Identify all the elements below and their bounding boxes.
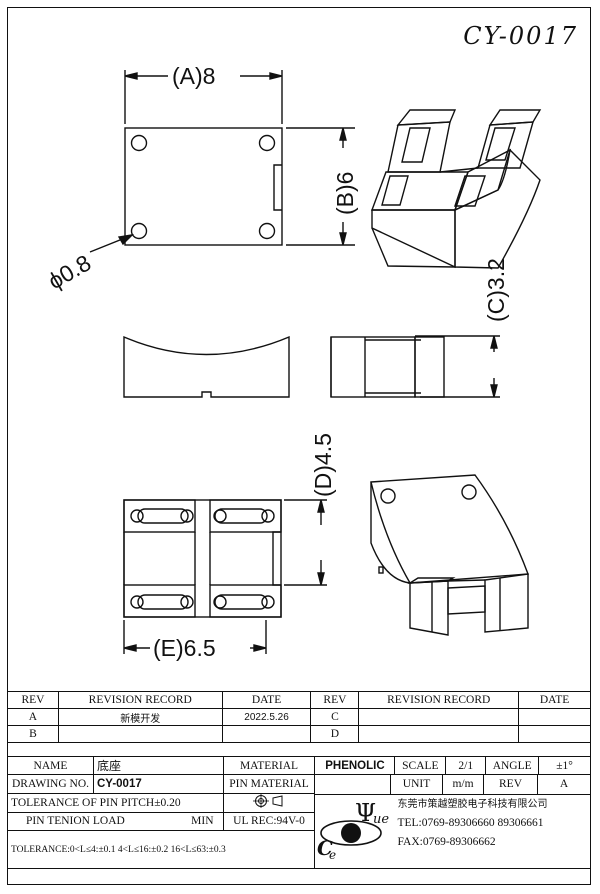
company-block: UNIT m/m REV A C e Ψ ue xyxy=(314,774,591,869)
projection-icon xyxy=(253,794,283,809)
company-logo: C e Ψ ue xyxy=(316,795,396,868)
record-cell-2 xyxy=(358,725,520,743)
pin-diameter-label: ϕ0.8 xyxy=(44,249,96,294)
material-value: PHENOLIC xyxy=(314,756,396,775)
date-cell-2 xyxy=(518,725,591,743)
isometric-view-top xyxy=(370,109,542,269)
date-cell-2 xyxy=(518,708,591,726)
rev-label: REV xyxy=(484,775,538,794)
dimension-c xyxy=(415,335,500,398)
side-view xyxy=(330,336,445,398)
scale-label: SCALE xyxy=(394,756,447,775)
svg-text:C: C xyxy=(317,836,333,860)
revision-header-row: REV REVISION RECORD DATE REV REVISION RE… xyxy=(7,691,591,709)
pin-tension-unit: MIN xyxy=(191,815,214,828)
rev-cell-2: C xyxy=(310,708,360,726)
title-block: NAME 底座 MATERIAL PHENOLIC SCALE 2/1 ANGL… xyxy=(6,756,591,869)
svg-text:ue: ue xyxy=(373,812,389,827)
svg-text:Ψ: Ψ xyxy=(355,799,376,827)
rev-value: A xyxy=(559,778,569,790)
name-value: 底座 xyxy=(92,756,224,775)
company-tel: TEL:0769-89306660 89306661 xyxy=(397,817,544,829)
unit-value: m/m xyxy=(443,775,484,794)
bottom-view xyxy=(123,499,282,618)
header-rev-2: REV xyxy=(310,691,360,709)
pin-tension-label: PIN TENION LOAD xyxy=(26,815,125,828)
record-cell-2 xyxy=(358,708,520,726)
material-label: MATERIAL xyxy=(222,756,316,775)
angle-value: ±1° xyxy=(538,756,591,775)
name-label: NAME xyxy=(7,756,94,775)
scale-value: 2/1 xyxy=(445,756,487,775)
revision-row: B D xyxy=(7,725,591,743)
record-cell: 新模开发 xyxy=(57,708,223,726)
pin-tension-row: PIN TENION LOAD MIN xyxy=(7,811,224,832)
header-revision-record-2: REVISION RECORD xyxy=(358,691,520,709)
dimension-c-label: (C)3.2 xyxy=(483,258,509,322)
company-fax: FAX:0769-89306662 xyxy=(397,836,496,848)
dimension-a-label: (A)8 xyxy=(172,63,215,89)
drawing-no-label: DRAWING NO. xyxy=(7,774,94,794)
rev-cell: A xyxy=(7,708,59,726)
rev-cell-2: D xyxy=(310,725,360,743)
header-date: DATE xyxy=(221,691,312,709)
angle-label: ANGLE xyxy=(485,756,540,775)
pin-material-label: PIN MATERIAL xyxy=(222,774,316,794)
rev-cell: B xyxy=(7,725,59,743)
tolerance-ranges: TOLERANCE:0<L≤4:±0.1 4<L≤16:±0.2 16<L≤63… xyxy=(6,830,316,869)
drawing-frame xyxy=(7,7,591,885)
revision-row: A 新模开发 2022.5.26 C xyxy=(7,708,591,726)
date-cell xyxy=(221,725,312,743)
record-cell xyxy=(57,725,223,743)
company-name: 东莞市策越塑胶电子科技有限公司 xyxy=(397,799,548,810)
revision-table: REV REVISION RECORD DATE REV REVISION RE… xyxy=(7,691,591,743)
date-cell: 2022.5.26 xyxy=(221,708,312,726)
dimension-e-label: (E)6.5 xyxy=(153,635,216,661)
technical-drawing: (A)8 (B)6 (C)3.2 (D)4.5 (E)6.5 ϕ0.8 xyxy=(44,63,542,661)
dimension-b-label: (B)6 xyxy=(332,172,358,215)
ul-rec: UL REC:94V-0 xyxy=(222,811,316,832)
unit-label: UNIT xyxy=(391,775,443,794)
front-view xyxy=(123,335,290,398)
dimension-a xyxy=(124,70,283,124)
projection-symbol xyxy=(222,792,316,813)
tolerance-pitch: TOLERANCE OF PIN PITCH±0.20 xyxy=(7,792,224,813)
top-view xyxy=(124,127,283,246)
header-date-2: DATE xyxy=(518,691,591,709)
isometric-view-bottom xyxy=(370,474,529,636)
header-rev: REV xyxy=(7,691,59,709)
header-revision-record: REVISION RECORD xyxy=(57,691,223,709)
drawing-no-value: CY-0017 xyxy=(92,774,224,794)
drawing-number: CY-0017 xyxy=(463,22,578,50)
dimension-b xyxy=(286,127,355,246)
dimension-d xyxy=(284,499,327,586)
svg-text:e: e xyxy=(329,848,336,862)
dimension-d-label: (D)4.5 xyxy=(310,433,336,497)
dimension-e xyxy=(123,620,267,654)
